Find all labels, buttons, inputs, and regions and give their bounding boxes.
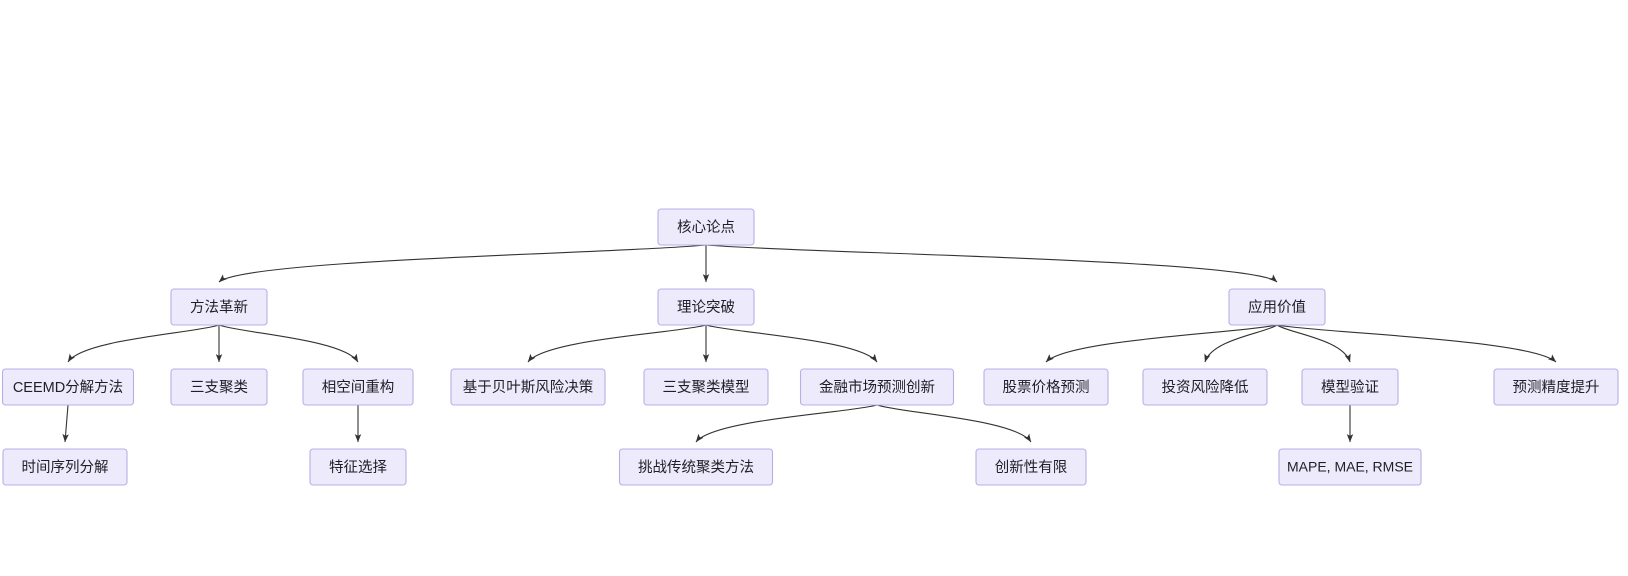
edge-l2f-to-l3d bbox=[876, 404, 1032, 443]
node-l3b[interactable]: 特征选择 bbox=[309, 448, 407, 486]
node-label: 三支聚类 bbox=[190, 379, 248, 396]
node-box[interactable] bbox=[799, 368, 955, 406]
edge-l1c-to-l2i bbox=[1276, 324, 1351, 363]
node-l1a[interactable]: 方法革新 bbox=[170, 288, 268, 326]
node-label: 创新性有限 bbox=[995, 459, 1068, 476]
edge-l1c-to-l2j bbox=[1276, 324, 1557, 363]
node-box[interactable] bbox=[2, 448, 128, 486]
node-box[interactable] bbox=[1142, 368, 1268, 406]
node-l1b[interactable]: 理论突破 bbox=[657, 288, 755, 326]
node-box[interactable] bbox=[975, 448, 1087, 486]
node-l2i[interactable]: 模型验证 bbox=[1301, 368, 1399, 406]
node-l1c[interactable]: 应用价值 bbox=[1228, 288, 1326, 326]
node-l3d[interactable]: 创新性有限 bbox=[975, 448, 1087, 486]
node-l3e[interactable]: MAPE, MAE, RMSE bbox=[1278, 448, 1422, 486]
node-label: 预测精度提升 bbox=[1513, 379, 1600, 396]
node-l3a[interactable]: 时间序列分解 bbox=[2, 448, 128, 486]
node-l2e[interactable]: 三支聚类模型 bbox=[643, 368, 769, 406]
node-box[interactable] bbox=[309, 448, 407, 486]
edge-l2f-to-l3c bbox=[695, 404, 878, 443]
node-label: 挑战传统聚类方法 bbox=[638, 459, 754, 476]
node-label: MAPE, MAE, RMSE bbox=[1287, 459, 1413, 475]
node-l2h[interactable]: 投资风险降低 bbox=[1142, 368, 1268, 406]
node-root[interactable]: 核心论点 bbox=[657, 208, 755, 246]
edge-root-to-l1c bbox=[705, 244, 1278, 283]
node-box[interactable] bbox=[1, 368, 135, 406]
node-l2a[interactable]: CEEMD分解方法 bbox=[1, 368, 135, 406]
node-label: 基于贝叶斯风险决策 bbox=[463, 379, 594, 396]
edge-l1b-to-l2d bbox=[527, 324, 707, 363]
edge-l1c-to-l2h bbox=[1204, 324, 1278, 363]
node-label: 投资风险降低 bbox=[1162, 379, 1249, 396]
node-label: 三支聚类模型 bbox=[663, 379, 750, 396]
node-l2j[interactable]: 预测精度提升 bbox=[1493, 368, 1619, 406]
node-label: 方法革新 bbox=[190, 299, 248, 316]
node-l3c[interactable]: 挑战传统聚类方法 bbox=[618, 448, 774, 486]
node-box[interactable] bbox=[170, 368, 268, 406]
edge-layer bbox=[62, 244, 1557, 443]
node-label: 金融市场预测创新 bbox=[819, 379, 935, 396]
node-box[interactable] bbox=[657, 288, 755, 326]
node-label: 应用价值 bbox=[1248, 298, 1306, 316]
node-l2b[interactable]: 三支聚类 bbox=[170, 368, 268, 406]
node-box[interactable] bbox=[983, 368, 1109, 406]
node-box[interactable] bbox=[302, 368, 414, 406]
edge-l1a-to-l2c bbox=[218, 324, 359, 363]
node-label: 相空间重构 bbox=[322, 379, 395, 396]
node-box[interactable] bbox=[643, 368, 769, 406]
node-box[interactable] bbox=[1493, 368, 1619, 406]
node-box[interactable] bbox=[657, 208, 755, 246]
node-label: 理论突破 bbox=[677, 299, 735, 316]
edge-l2a-to-l3a bbox=[62, 404, 69, 443]
node-box[interactable] bbox=[618, 448, 774, 486]
node-l2f[interactable]: 金融市场预测创新 bbox=[799, 368, 955, 406]
edge-root-to-l1a bbox=[218, 244, 707, 283]
node-label: 模型验证 bbox=[1321, 379, 1379, 396]
node-l2c[interactable]: 相空间重构 bbox=[302, 368, 414, 406]
node-label: 时间序列分解 bbox=[22, 459, 109, 476]
node-label: 特征选择 bbox=[329, 459, 387, 476]
edge-l1c-to-l2g bbox=[1045, 324, 1278, 363]
node-box[interactable] bbox=[170, 288, 268, 326]
node-label: 核心论点 bbox=[677, 219, 735, 236]
node-label: 股票价格预测 bbox=[1003, 379, 1090, 396]
node-box[interactable] bbox=[1228, 288, 1326, 326]
node-label: CEEMD分解方法 bbox=[13, 379, 123, 396]
edge-l1a-to-l2a bbox=[67, 324, 220, 363]
node-l2g[interactable]: 股票价格预测 bbox=[983, 368, 1109, 406]
node-l2d[interactable]: 基于贝叶斯风险决策 bbox=[450, 368, 606, 406]
node-box[interactable] bbox=[450, 368, 606, 406]
node-box[interactable] bbox=[1301, 368, 1399, 406]
node-box[interactable] bbox=[1278, 448, 1422, 486]
edge-l1b-to-l2f bbox=[705, 324, 878, 363]
